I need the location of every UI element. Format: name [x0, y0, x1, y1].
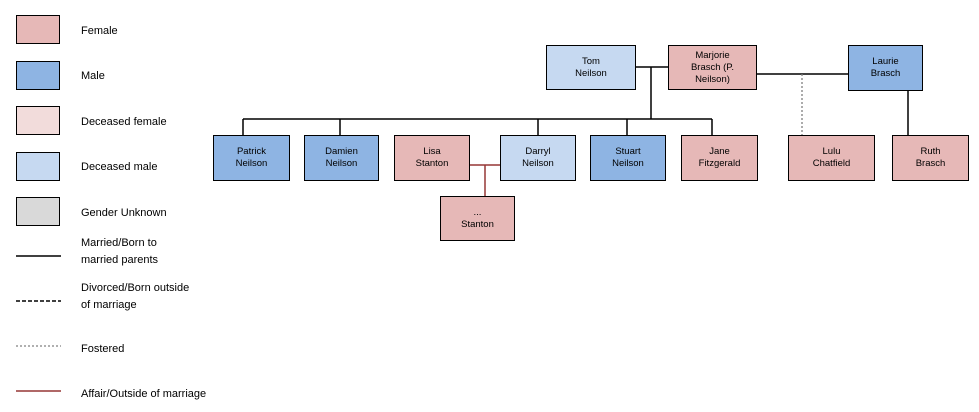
- legend-swatch-female: [16, 15, 60, 44]
- legend-label-male: Male: [81, 70, 105, 82]
- legend-label-deceased-female: Deceased female: [81, 116, 167, 128]
- person-name: Laurie Brasch: [870, 56, 901, 79]
- legend-label-female: Female: [81, 25, 118, 37]
- person-name: Damien Neilson: [325, 146, 358, 169]
- person-name: ... Stanton: [461, 206, 494, 230]
- person-name: Darryl Neilson: [522, 146, 554, 169]
- legend-swatch-deceased-male: [16, 152, 60, 181]
- person-name: Marjorie Brasch (P. Neilson): [690, 49, 735, 85]
- person-name: Patrick Neilson: [235, 146, 268, 169]
- person-damien-neilson: Damien Neilson: [304, 135, 379, 181]
- legend-label-divorced: Divorced/Born outside of marriage: [81, 282, 190, 311]
- legend-label-gender-unknown: Gender Unknown: [81, 207, 167, 219]
- person-name: Stuart Neilson: [612, 146, 644, 169]
- person-ruth-brasch: Ruth Brasch: [892, 135, 969, 181]
- legend-swatch-deceased-female: [16, 106, 60, 135]
- person-name: Lulu Chatfield: [812, 146, 851, 169]
- person-tom-neilson: Tom Neilson: [546, 45, 636, 90]
- person-jane-fitzgerald: Jane Fitzgerald: [681, 135, 758, 181]
- legend-swatch-male: [16, 61, 60, 90]
- person-stanton-child: ... Stanton: [440, 196, 515, 241]
- person-marjorie-brasch: Marjorie Brasch (P. Neilson): [668, 45, 757, 90]
- person-darryl-neilson: Darryl Neilson: [500, 135, 576, 181]
- person-name: Tom Neilson: [575, 55, 607, 79]
- legend-label-married: Married/Born to married parents: [81, 237, 159, 266]
- person-name: Lisa Stanton: [415, 146, 449, 169]
- person-laurie-brasch: Laurie Brasch: [848, 45, 923, 91]
- person-stuart-neilson: Stuart Neilson: [590, 135, 666, 181]
- person-name: Ruth Brasch: [915, 146, 946, 169]
- legend-label-affair: Affair/Outside of marriage: [81, 388, 207, 400]
- person-patrick-neilson: Patrick Neilson: [213, 135, 290, 181]
- person-name: Jane Fitzgerald: [698, 146, 741, 169]
- person-lulu-chatfield: Lulu Chatfield: [788, 135, 875, 181]
- legend-label-deceased-male: Deceased male: [81, 161, 158, 173]
- person-lisa-stanton: Lisa Stanton: [394, 135, 470, 181]
- legend-swatch-gender-unknown: [16, 197, 60, 226]
- legend-label-fostered: Fostered: [81, 343, 125, 355]
